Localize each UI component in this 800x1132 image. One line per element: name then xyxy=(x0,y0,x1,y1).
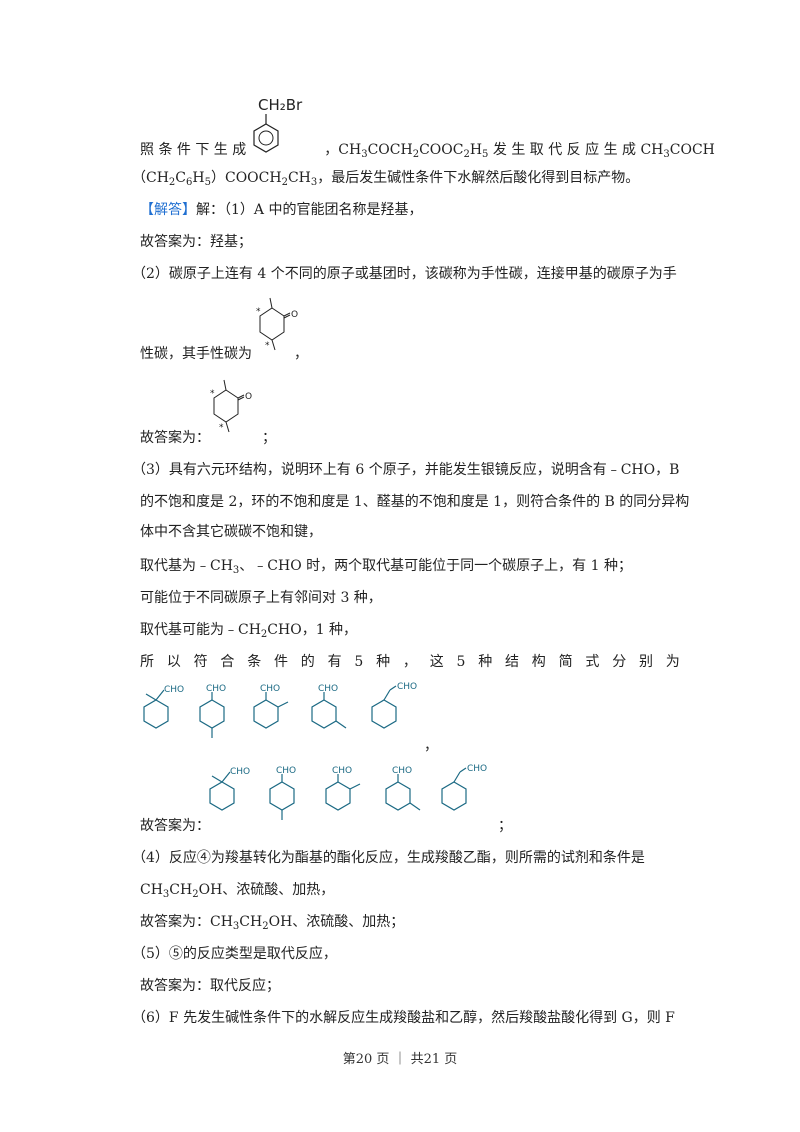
isomer-row-2: CHO CHO CHO CHO CHO xyxy=(206,764,496,826)
justified-char: 为 xyxy=(665,654,680,670)
chiral-carbon-structure-2: O * * xyxy=(206,378,266,440)
text-line-19: 故答案为：CH3CH2OH、浓硫酸、加热； xyxy=(140,914,405,932)
text-line-4: 故答案为：羟基； xyxy=(140,234,252,250)
svg-text:CHO: CHO xyxy=(164,685,184,695)
benzyl-bromide-structure: CH₂Br xyxy=(248,96,328,158)
svg-text:CHO: CHO xyxy=(276,766,296,776)
text-line-1: 照 条 件 下 生 成，CH3COCH2COOC2H5 发 生 取 代 反 应 … xyxy=(140,142,715,160)
chiral-star-2: * xyxy=(219,423,224,433)
text-line-9: 的不饱和度是 2，环的不饱和度是 1、醛基的不饱和度是 1，则符合条件的 B 的… xyxy=(140,494,690,510)
text-line-16: 故答案为：； xyxy=(140,818,512,834)
text-line-21: 故答案为：取代反应； xyxy=(140,978,280,994)
text-line-13: 取代基可能为﹣CH2CHO，1 种， xyxy=(140,622,358,640)
justified-char: 条 xyxy=(247,654,262,670)
text-line-5: （2）碳原子上连有 4 个不同的原子或基团时，该碳称为手性碳，连接甲基的碳原子为… xyxy=(132,266,677,282)
oxygen-label: O xyxy=(291,310,298,320)
justified-char: ， xyxy=(402,654,417,670)
text-line-11: 取代基为﹣CH3、﹣CHO 时，两个取代基可能位于同一个碳原子上，有 1 种； xyxy=(140,558,632,576)
chiral-star-1: * xyxy=(256,307,261,317)
chiral-star-1: * xyxy=(210,389,215,399)
justified-char: 种 xyxy=(478,654,493,670)
justified-char: 种 xyxy=(376,654,391,670)
justified-char: 5 xyxy=(456,654,466,670)
svg-text:CHO: CHO xyxy=(467,764,487,774)
justified-char: 式 xyxy=(585,654,600,670)
justified-char: 件 xyxy=(273,654,288,670)
text-line-20: （5）⑤的反应类型是取代反应， xyxy=(132,946,337,962)
svg-text:CHO: CHO xyxy=(260,684,280,694)
text-line-2: （CH2C6H5）COOCH2CH3，最后发生碱性条件下水解然后酸化得到目标产物… xyxy=(132,170,640,188)
svg-text:CHO: CHO xyxy=(397,682,417,692)
text-line-10: 体中不含其它碳碳不饱和键， xyxy=(140,524,322,540)
justified-char: 简 xyxy=(558,654,573,670)
text-line-6: 性碳，其手性碳为， xyxy=(140,346,308,362)
justified-char: 合 xyxy=(220,654,235,670)
justified-char: 构 xyxy=(531,654,546,670)
justified-char: 的 xyxy=(300,654,315,670)
svg-text:CHO: CHO xyxy=(318,684,338,694)
answer-tag: 【解答】 xyxy=(140,202,196,218)
svg-text:CHO: CHO xyxy=(230,767,250,777)
text-line-12: 可能位于不同碳原子上有邻间对 3 种， xyxy=(140,590,382,606)
svg-text:CHO: CHO xyxy=(206,684,226,694)
justified-char: 所 xyxy=(140,654,154,670)
text-line-8: （3）具有六元环结构，说明环上有 6 个原子，并能发生银镜反应，说明含有﹣CHO… xyxy=(132,462,680,478)
svg-text:CHO: CHO xyxy=(332,766,352,776)
justified-char: 别 xyxy=(638,654,653,670)
chiral-star-2: * xyxy=(265,341,270,351)
justified-char: 这 xyxy=(429,654,444,670)
chiral-carbon-structure-1: O * * xyxy=(252,296,312,358)
text-line-22: （6）F 先发生碱性条件下的水解反应生成羧酸盐和乙醇，然后羧酸盐酸化得到 G，则… xyxy=(132,1010,675,1026)
ch2br-label: CH₂Br xyxy=(258,96,303,114)
justified-char: 5 xyxy=(354,654,364,670)
oxygen-label: O xyxy=(245,392,252,402)
text-line-17: （4）反应④为羧基转化为酯基的酯化反应，生成羧酸乙酯，则所需的试剂和条件是 xyxy=(132,850,645,866)
justified-char: 结 xyxy=(505,654,519,670)
page-footer: 第20 页 ｜ 共21 页 xyxy=(342,1052,458,1067)
justified-char: 有 xyxy=(327,654,342,670)
justified-char: 分 xyxy=(612,654,627,670)
text-line-3: 【解答】解：（1）A 中的官能团名称是羟基， xyxy=(140,202,423,218)
justified-char: 符 xyxy=(193,654,208,670)
text-line-7: 故答案为：； xyxy=(140,430,276,446)
svg-text:CHO: CHO xyxy=(392,766,412,776)
comma: ， xyxy=(424,738,438,754)
isomer-row-1: CHO CHO CHO CHO CHO xyxy=(140,682,430,744)
justified-char: 以 xyxy=(166,654,181,670)
text-line-18: CH3CH2OH、浓硫酸、加热， xyxy=(140,882,335,900)
